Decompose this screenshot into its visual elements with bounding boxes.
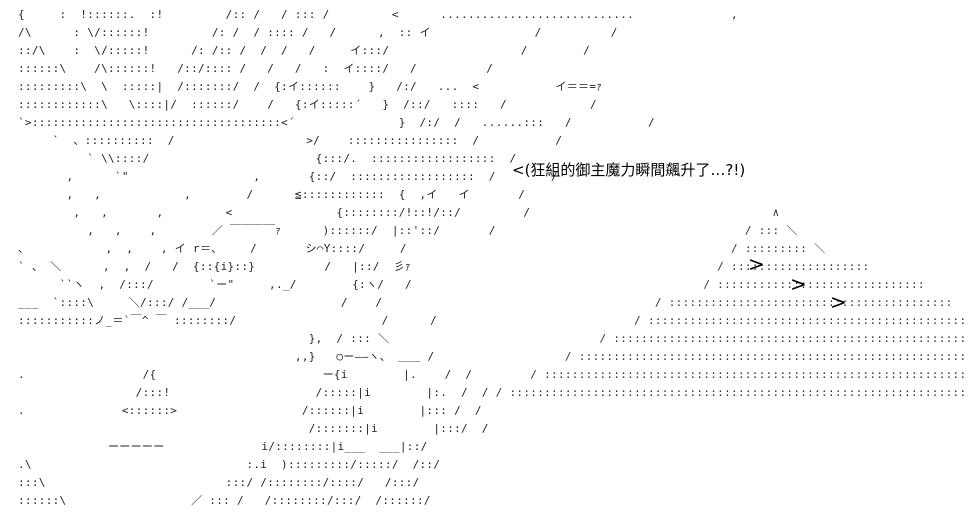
dot-line: / ::::::::::::::::::::::::::::::::::::::… bbox=[654, 296, 953, 309]
art-line: ::/\ : \/:::::! /: /:: / / / / イ:::/ / / bbox=[18, 44, 591, 57]
art-line: /\ : \/::::::! /: / / :::: / / , :: イ / … bbox=[18, 26, 618, 39]
dot-line: / :::::::::::::::::::: bbox=[717, 260, 870, 273]
dot-line: / :::::::::::::::::::::::::::::: bbox=[703, 278, 925, 291]
chevron-right-icon: > bbox=[790, 272, 807, 296]
art-line: `>::::::::::::::::::::::::::::::::::::<´… bbox=[18, 116, 655, 129]
dot-line: / ::: ＼ bbox=[744, 224, 798, 237]
chevron-right-icon: > bbox=[830, 290, 847, 314]
art-line: , , , ／ ￣￣￣￣ｧ )::::::/ |::'::/ / bbox=[87, 224, 496, 237]
art-line: 、 , , , イ r＝、 / シ⌒Y::::/ / bbox=[18, 242, 407, 255]
art-line: , , , / ≦:::::::::::: { ,イ イ / bbox=[66, 188, 526, 201]
art-line: ::::::::::::\ \::::|/ ::::::/ / {:イ:::::… bbox=[18, 98, 597, 111]
art-line: ::::::\ ／ ::: / /::::::::/:::/ /::::::/ bbox=[18, 494, 431, 507]
art-line: :::::::::\ \ :::::| /:::::::/ / {:イ:::::… bbox=[18, 80, 603, 93]
art-line: ` 、 ＼ , , / / {::{i}::} / |::/ 彡ｧ bbox=[18, 260, 411, 273]
art-line: /:::::::|i |:::/ / bbox=[308, 422, 489, 435]
art-line: :::::::::::ノ_＝`￣^ ￣ ::::::::/ / / bbox=[18, 314, 438, 327]
art-line: ` \\::::/ {:::/. :::::::::::::::::: / bbox=[87, 152, 517, 165]
art-line: , `" , {::/ :::::::::::::::::: / / bbox=[66, 170, 558, 183]
art-line: :::\ :::/ /::::::::/::::/ /:::/ bbox=[18, 476, 420, 489]
art-line: ーーーーー i/::::::::|i___ ___|::/ bbox=[107, 440, 428, 453]
speech-caption: <(狂組的御主魔力瞬間飆升了…?!) bbox=[512, 161, 746, 179]
art-line: ``ヽ , /:::/ `ー" ,._/ {:ヽ/ / bbox=[59, 278, 412, 291]
dot-line: / ::::::::::::::::::::::::::::::::::::::… bbox=[634, 314, 969, 327]
dot-line: / ::::::::::::::::::::::::::::::::::::::… bbox=[495, 386, 969, 399]
art-line: /:::! /:::::|i |:. / / bbox=[135, 386, 489, 399]
dot-line: / ::::::::::::::::::::::::::::::::::::::… bbox=[564, 350, 969, 363]
dot-line: ∧ bbox=[772, 206, 780, 219]
chevron-right-icon: > bbox=[748, 252, 765, 276]
dot-field: ∧ / ::: ＼ bbox=[18, 204, 969, 402]
art-line: , , , < {::::::::/!::!/::/ / bbox=[73, 206, 531, 219]
art-line: ::::::\ /\::::::! /::/:::: / / / : イ::::… bbox=[18, 62, 494, 75]
dot-line: / ::::::::::::::::::::::::::::::::::::::… bbox=[599, 332, 969, 345]
dot-line: / ::::::::::::::::::::::::::::::::::::::… bbox=[530, 368, 969, 381]
art-line: { : !::::::. :! /:: / / ::: / < ........… bbox=[18, 8, 738, 21]
art-line: . <::::::> /::::::|i |::: / / bbox=[18, 404, 482, 417]
art-line: }, / ::: ＼ bbox=[308, 332, 390, 345]
art-line: .\ :.i ):::::::::/:::::/ /::/ bbox=[18, 458, 441, 471]
art-line: . /{ ー{i |. / / bbox=[18, 368, 473, 381]
art-line: ` 、:::::::::: / >/ :::::::::::::::: / / bbox=[52, 134, 563, 147]
art-line: ___ `::::\ ＼/:::/ /___/ / / bbox=[18, 296, 383, 309]
art-line: ,,} ○ー――ヽ、 ＿＿ / bbox=[294, 350, 435, 363]
dot-line: / ::::::::: ＼ bbox=[731, 242, 826, 255]
